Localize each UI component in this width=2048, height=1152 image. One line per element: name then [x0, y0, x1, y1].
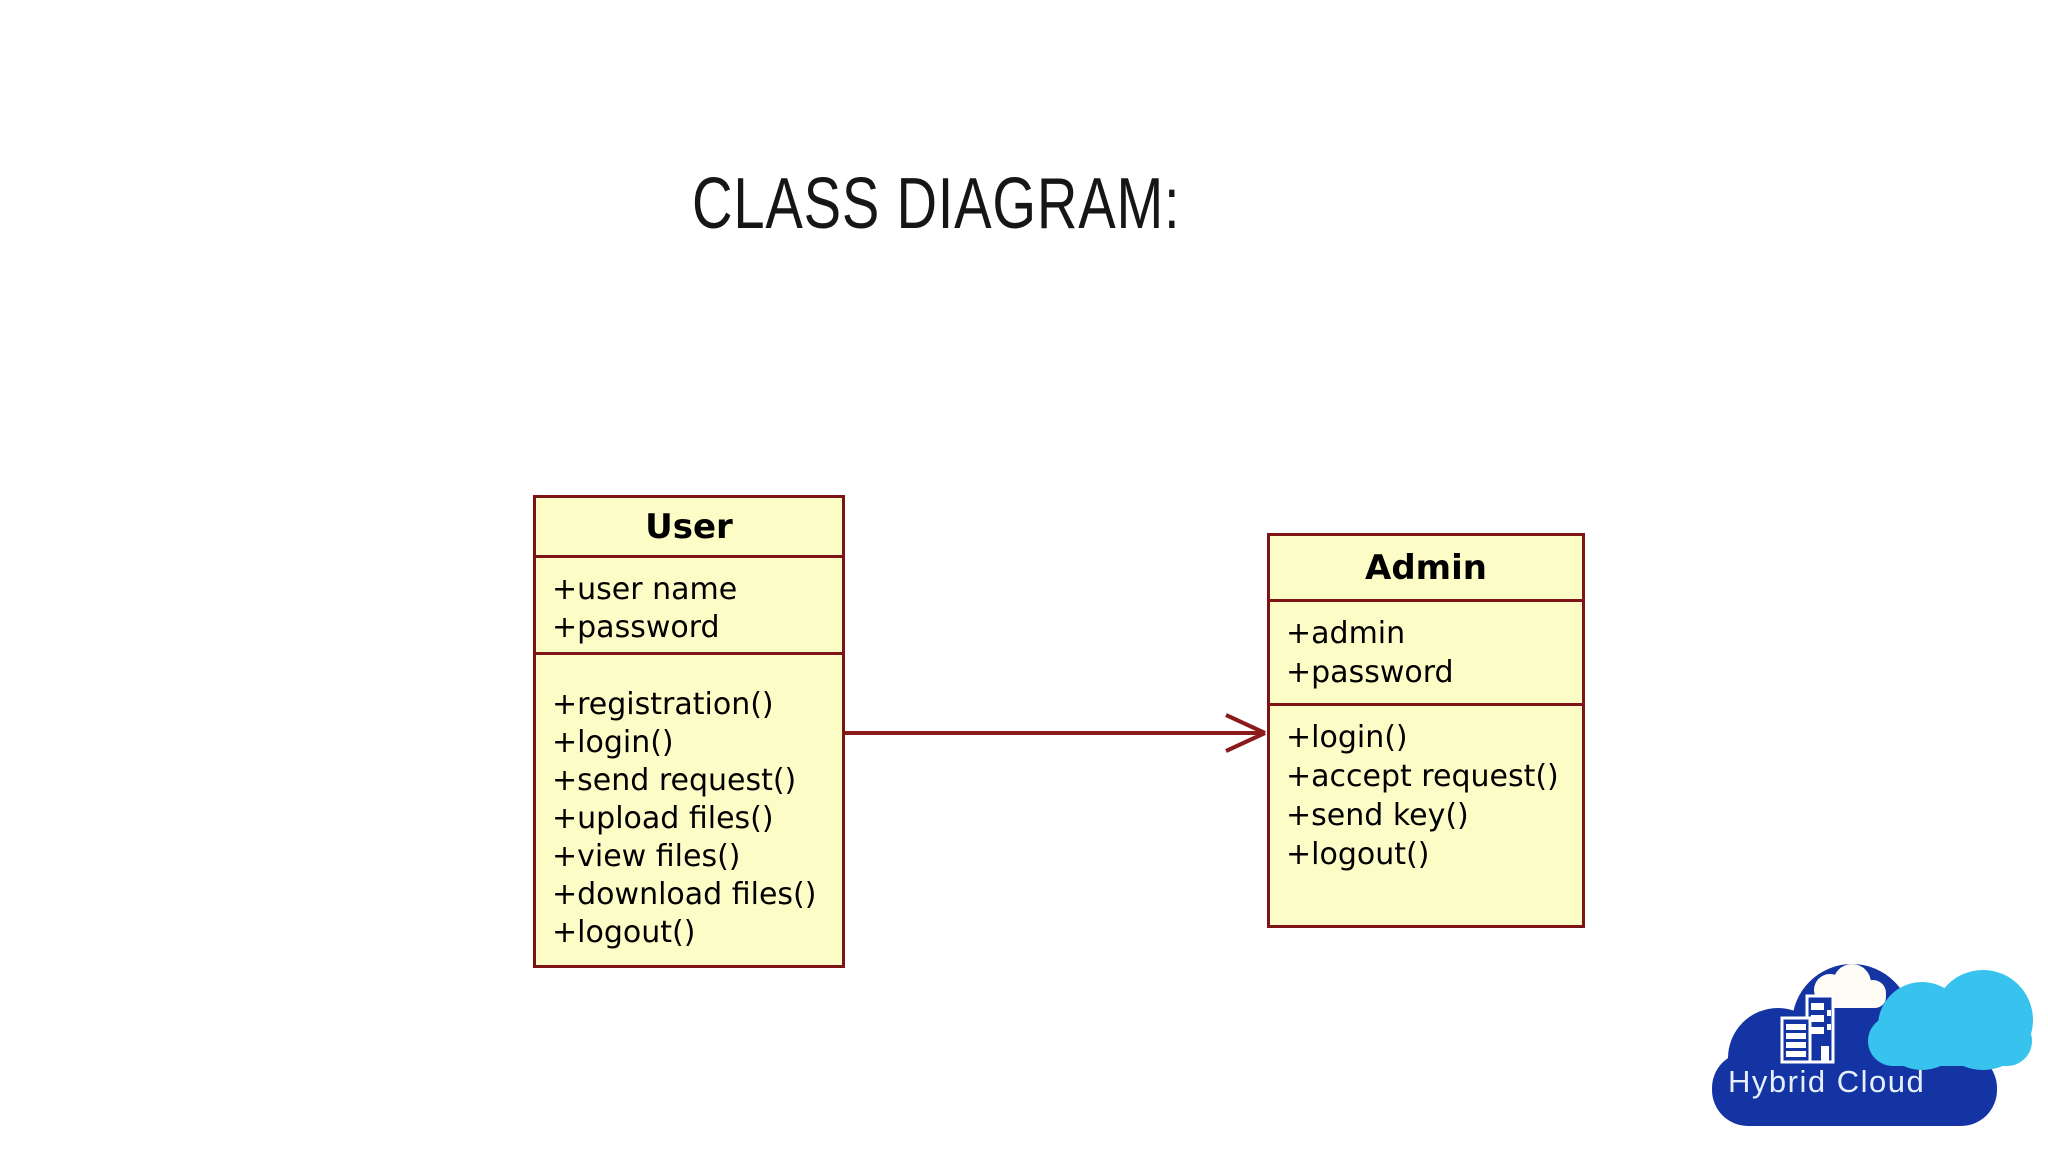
method-item: +accept request() [1286, 759, 1559, 794]
uml-class-user: User +user name+password +registration()… [533, 495, 845, 968]
methods-section-user: +registration()+login()+send request()+u… [536, 655, 842, 952]
attribute-item: +user name [552, 572, 738, 607]
attribute-item: +password [1286, 655, 1454, 690]
method-item: +view files() [552, 839, 741, 874]
method-item: +registration() [552, 687, 774, 722]
logo-text: Hybrid Cloud [1728, 1064, 1925, 1099]
light-cloud-shape [1868, 970, 2033, 1070]
class-name-user: User [536, 498, 842, 558]
method-item: +download files() [552, 877, 817, 912]
uml-class-admin: Admin +admin +password +login() +accept re… [1267, 533, 1585, 928]
attribute-item: +admin [1286, 616, 1406, 651]
method-item: +send key() [1286, 798, 1469, 833]
buildings-icon [1780, 994, 1835, 1064]
association-arrow [845, 713, 1266, 753]
attribute-item: +password [552, 610, 720, 645]
attributes-section-admin: +admin +password [1270, 602, 1582, 706]
method-item: +send request() [552, 763, 797, 798]
method-item: +login() [552, 725, 674, 760]
method-item: +upload files() [552, 801, 774, 836]
class-name-admin: Admin [1270, 536, 1582, 602]
method-item: +logout() [1286, 837, 1430, 872]
method-item: +login() [1286, 720, 1408, 755]
method-item: +logout() [552, 915, 696, 950]
page-title: CLASS DIAGRAM: [692, 164, 1181, 244]
hybrid-cloud-logo: Hybrid Cloud [1690, 940, 2048, 1152]
methods-section-admin: +login() +accept request() +send key() +log… [1270, 706, 1582, 874]
attributes-section-user: +user name+password [536, 558, 842, 655]
